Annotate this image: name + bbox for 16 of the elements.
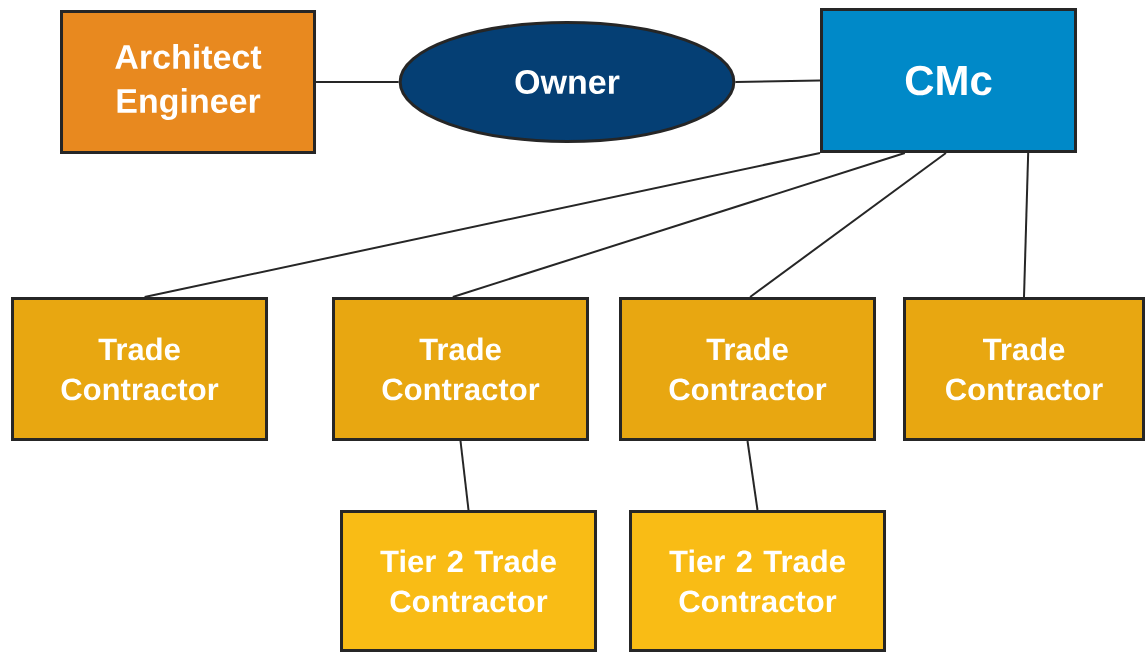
contractor-box: Trade Contractor (11, 297, 268, 441)
connector-line (451, 152, 906, 298)
connector-line (734, 79, 821, 83)
subcontractor-box: Tier 2 Trade Contractor (340, 510, 597, 652)
connector-line (459, 440, 470, 511)
cmc-box: CMc (820, 8, 1077, 153)
architect-box: Architect Engineer (60, 10, 316, 154)
subcontractor-box: Tier 2 Trade Contractor (629, 510, 886, 652)
connector-line (143, 152, 821, 298)
connector-line (749, 152, 947, 298)
connector-line (746, 440, 759, 511)
contractor-box: Trade Contractor (332, 297, 589, 441)
connector-line (315, 81, 400, 83)
contractor-box: Trade Contractor (903, 297, 1145, 441)
contractor-box: Trade Contractor (619, 297, 876, 441)
connector-line (1023, 152, 1030, 298)
